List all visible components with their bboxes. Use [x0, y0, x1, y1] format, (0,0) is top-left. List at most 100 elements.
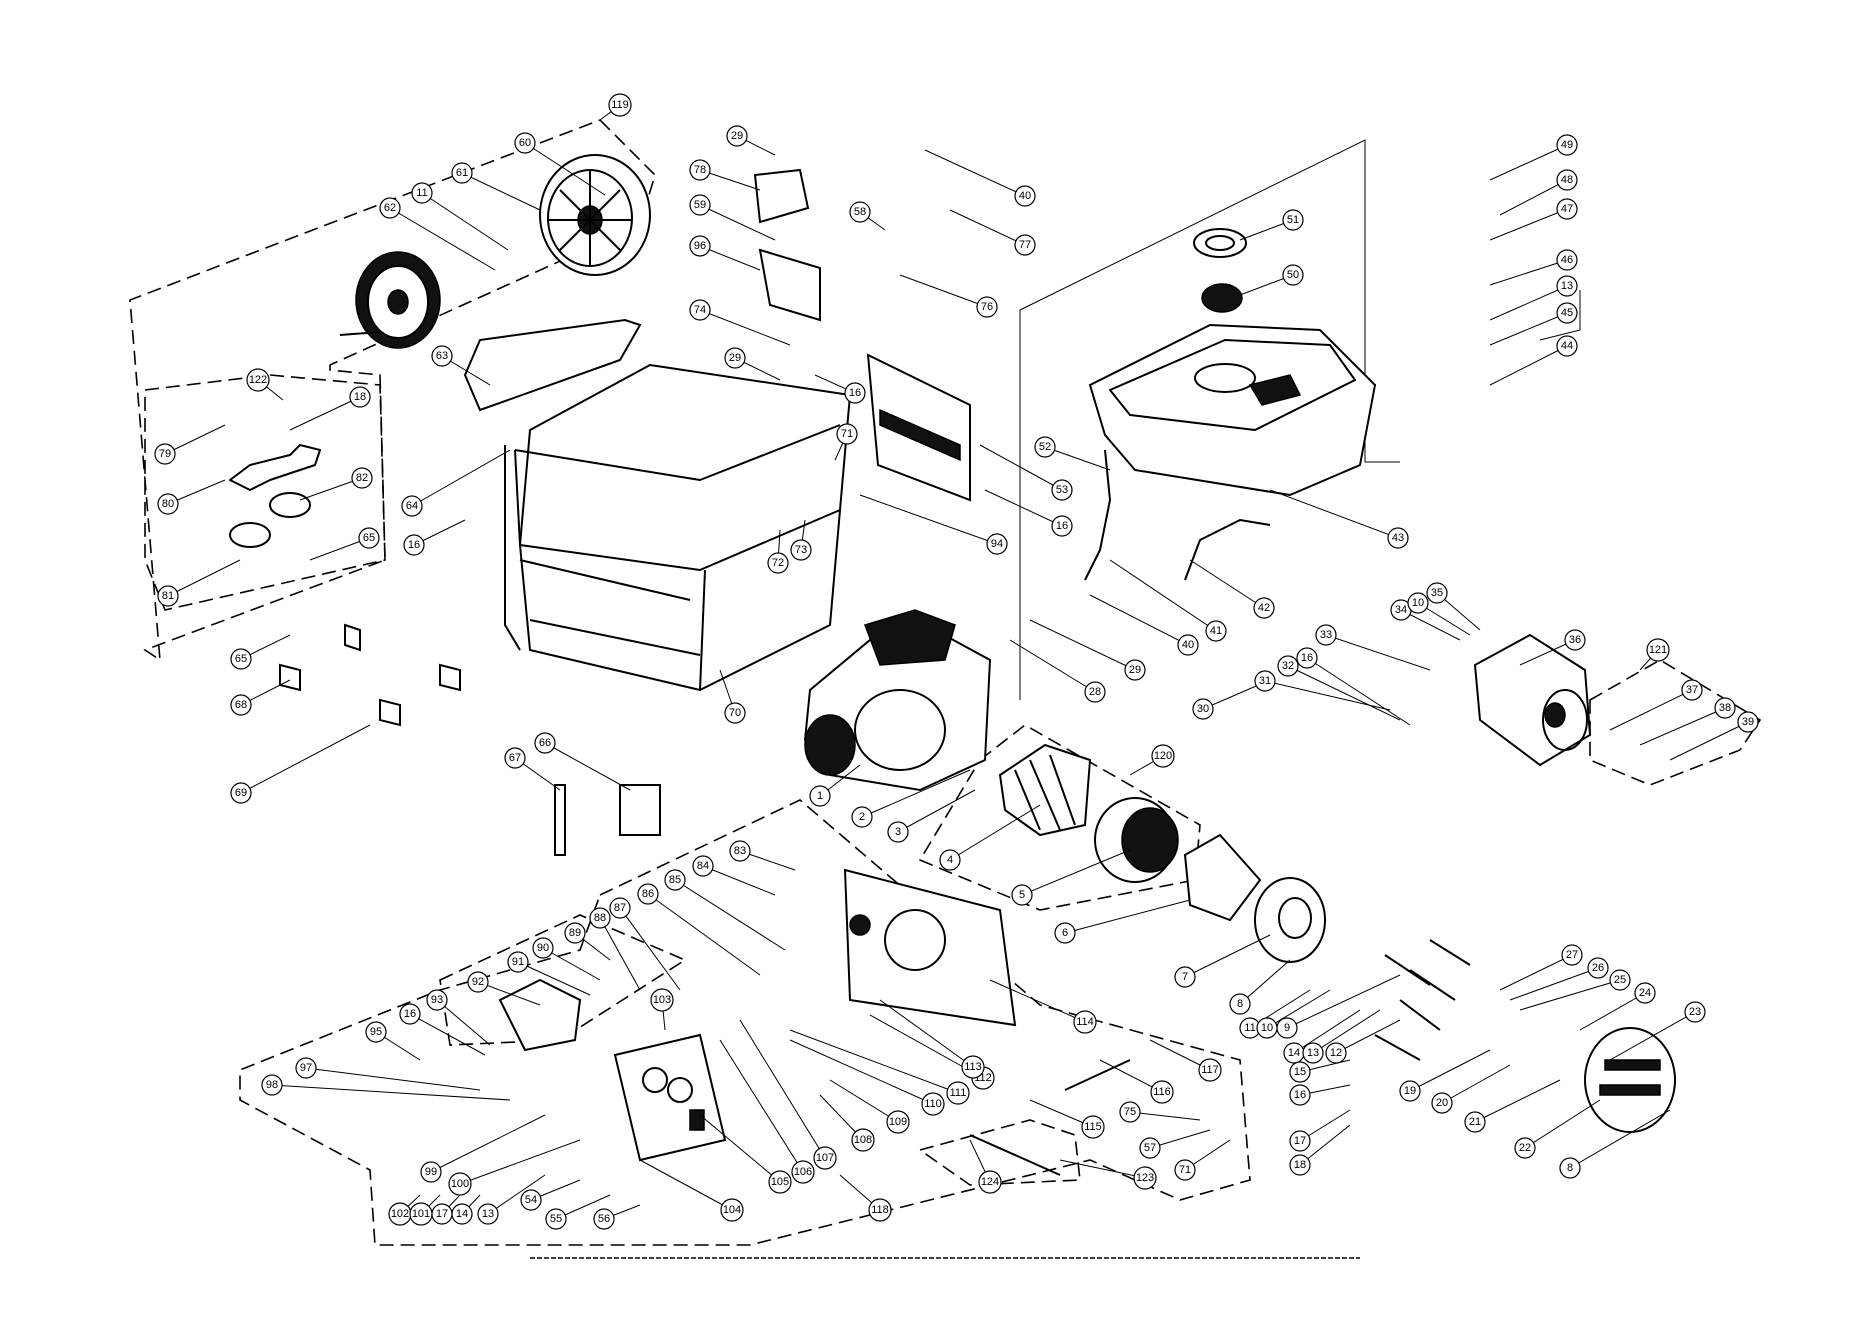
callout-bubble [1034, 436, 1056, 458]
callout-bubble [399, 1003, 421, 1025]
callout-number: 71 [841, 428, 853, 440]
callout-82: 82 [299, 467, 373, 501]
callout-bubble [1556, 275, 1578, 297]
callout-81: 81 [157, 559, 241, 607]
callout-bubble [1011, 884, 1033, 906]
callout-number: 45 [1561, 307, 1573, 319]
callout-107: 107 [739, 1019, 837, 1170]
callout-number: 94 [991, 538, 1003, 550]
callout-88: 88 [589, 907, 641, 991]
callout-number: 122 [249, 374, 267, 386]
callout-leader [1286, 974, 1401, 1029]
callout-leader [1293, 1009, 1361, 1054]
callout-number: 33 [1320, 629, 1332, 641]
callout-bubble [1609, 969, 1631, 991]
callout-leader [421, 192, 509, 251]
callout-93: 93 [426, 989, 491, 1046]
callout-leader [409, 1013, 486, 1056]
callout-bubble [724, 347, 746, 369]
fuel-cap [1193, 228, 1247, 313]
callout-96: 96 [689, 235, 761, 271]
callout-51: 51 [1239, 209, 1304, 241]
callout-number: 118 [871, 1204, 889, 1216]
callout-bubble [349, 386, 371, 408]
callout-leader [1189, 559, 1265, 609]
callout-number: 37 [1686, 684, 1698, 696]
callout-83: 83 [729, 840, 796, 871]
callout-number: 66 [539, 737, 551, 749]
callout-number: 10 [1261, 1022, 1273, 1034]
callout-bubble [946, 1081, 970, 1105]
callout-22: 22 [1514, 1099, 1601, 1159]
callout-bubble [1684, 1001, 1706, 1023]
callout-number: 97 [300, 1062, 312, 1074]
callout-66: 66 [534, 732, 631, 791]
callout-number: 117 [1201, 1064, 1219, 1076]
callout-105: 105 [699, 1114, 792, 1194]
callout-122: 122 [246, 368, 284, 401]
callout-leader [436, 999, 491, 1046]
callout-number: 24 [1639, 987, 1651, 999]
callout-bubble [1289, 1154, 1311, 1176]
callout-leader [1239, 959, 1291, 1005]
callout-leader [859, 494, 998, 545]
callout-number: 17 [1294, 1135, 1306, 1147]
callout-bubble [650, 988, 674, 1012]
callout-117: 117 [1149, 1039, 1222, 1082]
callout-bubble [976, 296, 998, 318]
callout-47: 47 [1489, 198, 1578, 241]
callout-13: 13 [477, 1174, 546, 1225]
callout-bubble [246, 368, 270, 392]
side-decal-panel [866, 353, 971, 502]
callout-number: 10 [1412, 597, 1424, 609]
callout-leader [619, 907, 681, 991]
callout-bubble [1151, 744, 1175, 768]
callout-number: 19 [1404, 1085, 1416, 1097]
callout-120: 120 [1129, 744, 1175, 776]
callout-leader [647, 893, 761, 976]
callout-bubble [451, 162, 473, 184]
callout-bubble [1014, 185, 1036, 207]
callout-number: 110 [924, 1098, 942, 1110]
callout-number: 87 [614, 902, 626, 914]
callout-number: 38 [1719, 702, 1731, 714]
callout-number: 111 [950, 1087, 967, 1099]
callout-number: 121 [1649, 644, 1667, 656]
callout-leader [1269, 489, 1399, 539]
callout-86: 86 [637, 883, 761, 976]
callout-leader [699, 204, 776, 241]
callout-97: 97 [295, 1057, 481, 1091]
callout-number: 16 [1301, 652, 1313, 664]
control-panel-housing [843, 868, 1017, 1027]
callout-124: 124 [969, 1139, 1002, 1194]
callout-leader [1109, 559, 1217, 632]
callout-number: 44 [1561, 340, 1573, 352]
callout-leader [789, 1029, 959, 1094]
callout-bubble [921, 1092, 945, 1116]
callout-leader [1299, 1124, 1351, 1166]
fan-assembly [498, 978, 582, 1052]
callout-leader [1029, 619, 1136, 671]
callout-leader [1474, 1079, 1561, 1123]
callout-leader [1609, 1011, 1696, 1061]
callout-bubble [813, 1146, 837, 1170]
callout-57: 57 [1139, 1129, 1211, 1159]
callout-number: 27 [1566, 949, 1578, 961]
callout-leader [1129, 1111, 1201, 1121]
callout-number: 11 [1244, 1022, 1255, 1034]
callout-5: 5 [1011, 849, 1131, 906]
callout-leader [167, 559, 241, 597]
callout-number: 8 [1567, 1162, 1573, 1174]
callout-number: 85 [669, 874, 681, 886]
callout-number: 16 [849, 387, 861, 399]
callout-number: 83 [734, 845, 746, 857]
callout-number: 29 [1129, 664, 1141, 676]
callout-number: 16 [1056, 520, 1068, 532]
callout-bubble [1559, 1157, 1581, 1179]
callout-number: 18 [1294, 1159, 1306, 1171]
callout-bubble [1150, 1080, 1174, 1104]
callout-number: 73 [795, 544, 807, 556]
callout-99: 99 [420, 1114, 546, 1183]
callout-leader [1489, 208, 1568, 241]
callout-leader [699, 309, 791, 346]
